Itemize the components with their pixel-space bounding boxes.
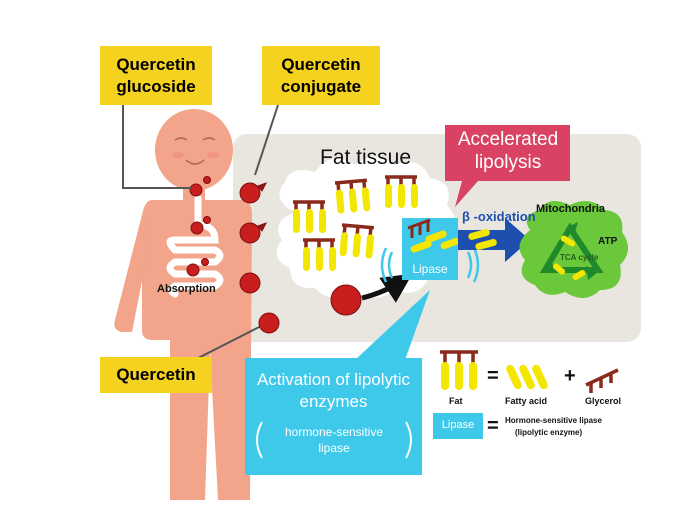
legend-fat-icon (440, 350, 478, 390)
activation-subtitle: hormone-sensitive lipase (284, 425, 384, 455)
activation-box (245, 358, 422, 475)
blood-quercetin-dots (239, 182, 280, 334)
face-icon (174, 137, 216, 165)
atp-label: ATP (598, 236, 618, 247)
fat-molecule-icon (293, 200, 326, 233)
activation-title: Activation of lipolytic enzymes (256, 370, 411, 411)
legend-lipase-desc-1: Hormone-sensitive lipase (505, 416, 602, 425)
quercetin-box: Quercetin (100, 357, 212, 393)
quercetin-glucoside-box: Quercetin glucoside (100, 46, 212, 105)
legend-plus: + (564, 365, 576, 387)
fat-molecules (293, 175, 418, 271)
quercetin-conjugate-label: Quercetin conjugate (280, 54, 362, 96)
legend-fatty-acid-label: Fatty acid (505, 396, 548, 406)
mitochondria-fatty-acids (552, 235, 586, 280)
legend-fat-label: Fat (449, 396, 463, 406)
fat-molecule-icon (303, 238, 336, 271)
activation-pointer (355, 290, 430, 360)
accelerated-lipolysis-label: Accelerated lipolysis (457, 129, 559, 173)
lipase-fat-molecule (407, 218, 460, 253)
legend-lipase-desc-2: (lipolytic enzyme) (515, 428, 583, 437)
quercetin-conjugate-box: Quercetin conjugate (262, 46, 380, 105)
fat-molecule-icon (334, 178, 371, 214)
legend-equals-2: = (487, 415, 499, 437)
lipase-vibration-icon (380, 247, 480, 283)
mitochondria-shape (519, 201, 629, 299)
human-body (114, 109, 252, 500)
quercetin-label: Quercetin (116, 365, 196, 384)
activation-arrow (361, 273, 413, 303)
fat-tissue-label: Fat tissue (320, 146, 412, 169)
tca-cycle-label: TCA cycle (560, 253, 599, 262)
legend-fatty-acid-icon (506, 364, 548, 390)
paren-left (256, 421, 263, 459)
lipase-label: Lipase (412, 262, 448, 276)
fat-molecule-icon (339, 223, 375, 259)
legend-glycerol-label: Glycerol (585, 396, 622, 406)
legend-glycerol-icon (585, 368, 619, 393)
legend-lipase-label: Lipase (441, 419, 475, 431)
tca-cycle-icon (539, 222, 604, 273)
fat-molecule-icon (385, 175, 418, 208)
fatty-acid-flow (468, 229, 497, 250)
quercetin-activator-dot (330, 284, 362, 316)
gut-quercetin-dots (186, 176, 211, 277)
absorption-label: Absorption (157, 283, 216, 295)
paren-right (405, 421, 412, 459)
legend-lipase-box (433, 413, 483, 439)
beta-oxidation-label: β -oxidation (462, 209, 536, 224)
digestive-tract-icon (166, 194, 224, 298)
legend-equals-1: = (487, 365, 499, 387)
mitochondria-label: Mitochondria (536, 203, 606, 215)
quercetin-glucoside-label: Quercetin glucoside (116, 54, 196, 96)
accelerated-lipolysis-box (445, 125, 570, 181)
